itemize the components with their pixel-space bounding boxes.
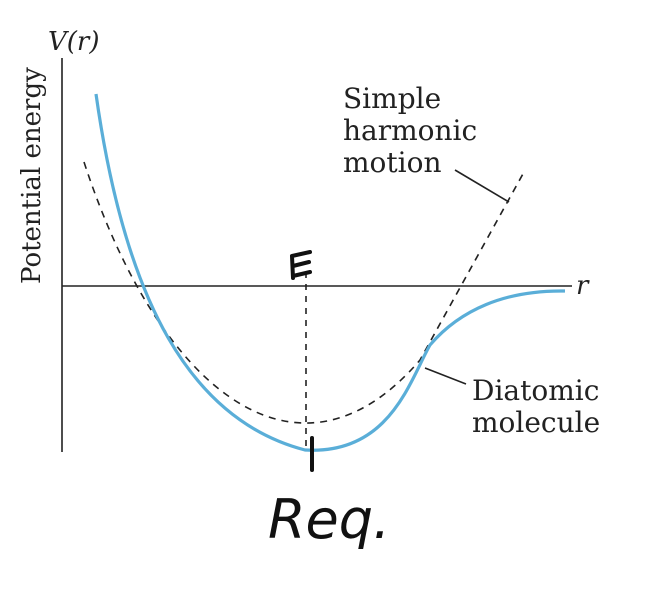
handwritten-req-label: Req. — [268, 488, 390, 551]
sho-label-line3: motion — [343, 146, 442, 179]
y-axis-title: Potential energy — [17, 67, 47, 284]
x-axis-symbol: r — [576, 271, 590, 301]
y-axis-symbol: V(r) — [48, 27, 100, 57]
sho-parabola-curve — [83, 161, 525, 424]
sho-label-line1: Simple — [343, 82, 441, 115]
diatomic-label-line1: Diatomic — [472, 374, 599, 407]
diatomic-label-line2: molecule — [472, 406, 600, 439]
handwritten-e-mark — [290, 250, 312, 280]
diatomic-pointer-line — [424, 367, 467, 385]
sho-label-line2: harmonic — [343, 114, 477, 147]
diatomic-molecule-curve — [94, 93, 566, 452]
sho-pointer-line — [454, 169, 510, 203]
